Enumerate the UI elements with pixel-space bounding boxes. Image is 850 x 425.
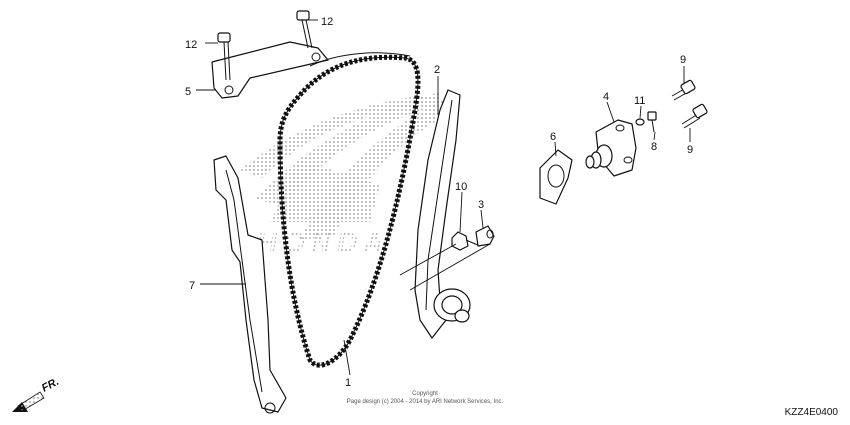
copyright-line1: Copyright — [412, 391, 438, 397]
part-2-tensioner-arm[interactable] — [414, 89, 471, 339]
label-1: 1 — [345, 377, 351, 389]
part-9-bolt-a[interactable] — [671, 79, 696, 101]
label-10: 10 — [455, 181, 467, 193]
part-5-guide-plate[interactable] — [211, 41, 329, 99]
part-12-bolt-a[interactable] — [217, 32, 231, 81]
part-4-tensioner-lifter[interactable] — [585, 119, 637, 177]
callout-labels: 12 12 5 7 1 2 3 10 6 4 11 8 9 9 — [185, 16, 693, 389]
part-6-gasket[interactable] — [539, 149, 573, 205]
copyright-line2: Page design (c) 2004 - 2014 by ARI Netwo… — [347, 399, 504, 405]
label-6: 6 — [550, 131, 556, 143]
label-4: 4 — [603, 91, 609, 103]
label-2: 2 — [434, 64, 440, 76]
part-9-bolt-b[interactable] — [681, 103, 708, 129]
label-11: 11 — [634, 95, 645, 107]
label-7: 7 — [189, 280, 195, 292]
leader-lines — [196, 19, 691, 376]
part-8-plug-bolt[interactable] — [647, 111, 657, 133]
label-5: 5 — [185, 86, 191, 98]
watermark-text: HONDA — [255, 226, 393, 258]
direction-label: FR. — [40, 376, 61, 395]
label-8: 8 — [651, 141, 657, 153]
part-3-collar[interactable] — [475, 225, 495, 247]
label-9-top: 9 — [680, 54, 686, 66]
label-9-bottom: 9 — [687, 144, 693, 156]
diagram-code: KZZ4E0400 — [785, 407, 839, 418]
part-11-washer[interactable] — [635, 118, 645, 126]
honda-watermark: HONDA — [240, 92, 455, 258]
part-1-cam-chain[interactable] — [277, 52, 421, 368]
part-12-bolt-b[interactable] — [296, 10, 313, 49]
label-12-right: 12 — [321, 16, 333, 28]
label-12-left: 12 — [185, 39, 197, 51]
label-3: 3 — [478, 199, 484, 211]
part-7-chain-guide[interactable] — [213, 155, 287, 414]
front-direction-arrow: FR. — [12, 376, 61, 412]
